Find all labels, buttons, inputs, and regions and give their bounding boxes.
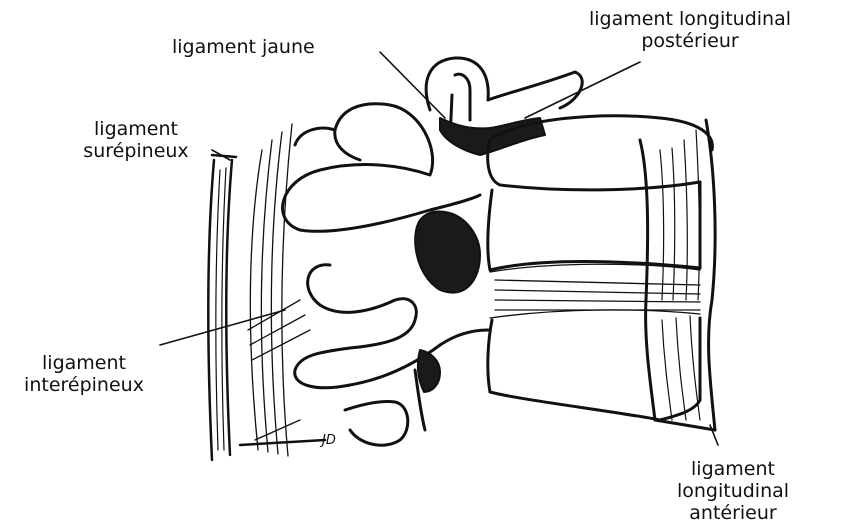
label-ligament-longitudinal-anterieur: ligament longitudinal antérieur (648, 458, 818, 524)
label-lla-line3: antérieur (648, 502, 818, 524)
label-lie-line2: interépineux (4, 374, 164, 396)
upper-intervertebral-disc (490, 264, 700, 318)
anterior-longitudinal-ligament (640, 120, 715, 430)
label-lie-line1: ligament (4, 352, 164, 374)
ligamentum-flavum-lower (418, 350, 440, 392)
intervertebral-foramen (415, 211, 480, 292)
label-lla-line2: longitudinal (648, 480, 818, 502)
label-lla-line1: ligament (648, 458, 818, 480)
label-llp-line1: ligament longitudinal (540, 8, 840, 30)
lower-vertebral-body (488, 318, 700, 420)
supraspinous-ligament (208, 155, 236, 460)
label-llp-line2: postérieur (540, 30, 840, 52)
label-ligament-longitudinal-posterieur: ligament longitudinal postérieur (540, 8, 840, 52)
artist-signature: JD (322, 430, 336, 452)
label-ligament-jaune-text: ligament jaune (172, 36, 315, 58)
label-lse-line2: surépineux (66, 140, 206, 162)
upper-spinous-process (283, 104, 433, 230)
label-lse-line1: ligament (66, 118, 206, 140)
label-ligament-jaune: ligament jaune (172, 36, 315, 58)
label-ligament-interepineux: ligament interépineux (4, 352, 164, 396)
label-ligament-surepineux: ligament surépineux (66, 118, 206, 162)
